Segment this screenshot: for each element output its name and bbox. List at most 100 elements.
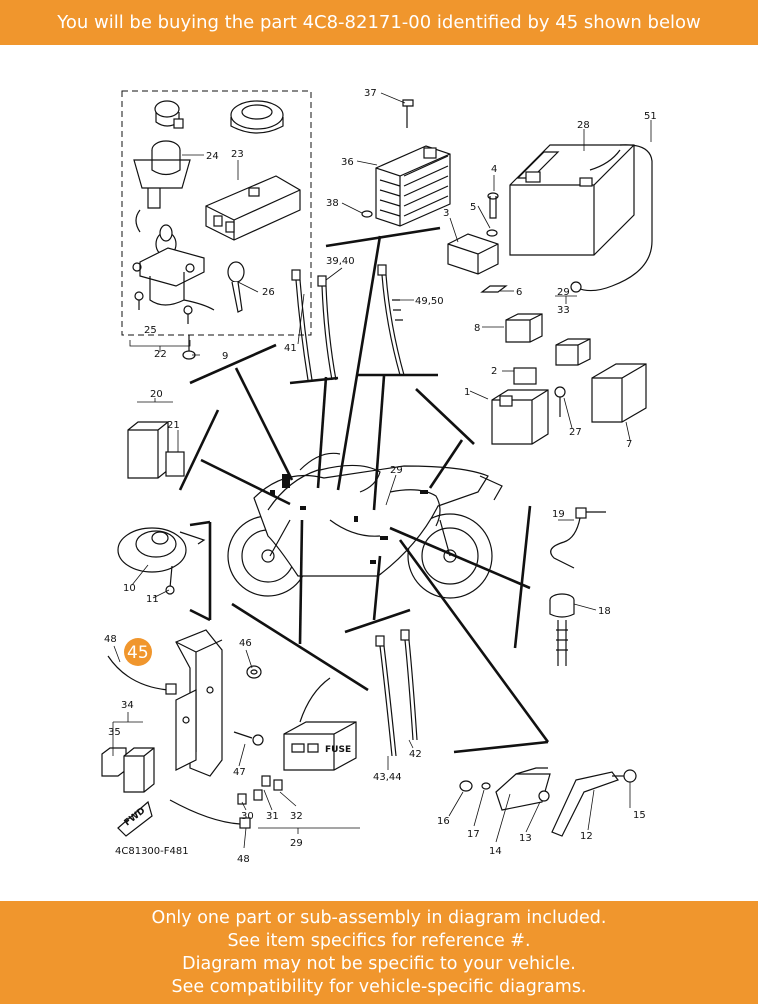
callout-49-50: 49,50 (415, 296, 444, 307)
leader-lines (113, 92, 652, 849)
part-bracket-6 (480, 285, 508, 293)
footer-banner: Only one part or sub-assembly in diagram… (0, 901, 758, 1004)
parts-diagram-svg: .p { fill: none; stroke: #111; stroke-wi… (101, 88, 657, 865)
part-cable-tie-49-50 (377, 264, 405, 376)
part-washer-5 (486, 229, 498, 237)
part-sensor-18 (549, 593, 575, 666)
callout-37: 37 (364, 88, 377, 99)
part-small-lock (154, 100, 184, 129)
footer-line-1: Only one part or sub-assembly in diagram… (151, 907, 607, 928)
callout-22: 22 (154, 349, 167, 360)
callout-41: 41 (284, 343, 297, 354)
part-key-26 (227, 261, 245, 313)
callout-39-40: 39,40 (326, 256, 355, 267)
part-battery-28 (509, 144, 635, 256)
part-bolt-11 (165, 565, 175, 595)
highlight-marker: 45 (124, 638, 152, 666)
part-starter-relay-1-2 (491, 367, 549, 445)
footer-line-2: See item specifics for reference #. (227, 930, 531, 951)
callout-9: 9 (222, 351, 228, 362)
callout-17: 17 (467, 829, 480, 840)
callout-20: 20 (150, 389, 163, 400)
callout-35: 35 (108, 727, 121, 738)
callout-21: 21 (167, 420, 180, 431)
part-bolt-37 (402, 99, 414, 128)
part-bolt-47 (233, 731, 264, 746)
callout-29-bottom: 29 (290, 838, 303, 849)
part-relay-3 (447, 233, 499, 275)
callout-34: 34 (121, 700, 134, 711)
part-rectifier-36 (375, 145, 451, 227)
callout-28: 28 (577, 120, 590, 131)
callout-19: 19 (552, 509, 565, 520)
part-cable-48-bottom (169, 799, 251, 829)
callout-12: 12 (580, 831, 593, 842)
fwd-arrow: FWD (117, 800, 153, 837)
part-fuses-30-32 (237, 775, 283, 805)
callout-51: 51 (644, 111, 657, 122)
diagram-code: 4C81300-F481 (115, 846, 189, 857)
part-battery-lead-51 (570, 144, 653, 293)
part-washer-38 (361, 210, 373, 218)
header-banner: You will be buying the part 4C8-82171-00… (0, 0, 758, 45)
part-bolt-4 (487, 192, 499, 219)
callout-24: 24 (206, 151, 219, 162)
callout-29-top: 29 (557, 287, 570, 298)
part-bolts-25 (134, 291, 193, 324)
part-horn-10 (117, 527, 206, 573)
footer-line-3: Diagram may not be specific to your vehi… (182, 953, 576, 974)
callout-23: 23 (231, 149, 244, 160)
part-grommet-46 (246, 665, 262, 679)
part-cable-ties-42-44 (375, 629, 418, 757)
callout-33: 33 (557, 305, 570, 316)
callout-48-top: 48 (104, 634, 117, 645)
callout-16: 16 (437, 816, 450, 827)
callout-labels: 37 28 51 36 4 24 23 5 3 38 6 39,40 49,50… (104, 88, 657, 865)
callout-5: 5 (470, 202, 476, 213)
parts-diagram: .p { fill: none; stroke: #111; stroke-wi… (0, 45, 758, 901)
part-ecu-23 (205, 175, 301, 241)
callout-4: 4 (491, 164, 497, 175)
fuse-label: FUSE (325, 745, 351, 755)
callout-6: 6 (516, 287, 522, 298)
part-relay-7 (591, 363, 647, 423)
callout-25: 25 (144, 325, 157, 336)
ignition-group-box (121, 90, 312, 336)
callout-18: 18 (598, 606, 611, 617)
part-relay-8 (505, 313, 543, 343)
part-fuel-cap (230, 100, 284, 134)
group-pointer-lines (178, 226, 550, 754)
part-main-switch (133, 140, 191, 233)
callout-8: 8 (474, 323, 480, 334)
callout-27: 27 (569, 427, 582, 438)
callout-1: 1 (464, 387, 470, 398)
callout-7: 7 (626, 439, 632, 450)
part-switch-assembly-12-17 (459, 767, 637, 837)
footer-line-4: See compatibility for vehicle-specific d… (171, 976, 587, 997)
callout-2: 2 (491, 366, 497, 377)
part-cable-48-top (107, 655, 177, 695)
callout-26: 26 (262, 287, 275, 298)
part-cable-ties-39-40-41 (291, 269, 337, 381)
callout-38: 38 (326, 198, 339, 209)
callout-29-mid: 29 (390, 465, 403, 476)
callout-47: 47 (233, 767, 246, 778)
part-harness-19 (550, 507, 606, 569)
part-bolt-27 (554, 386, 566, 417)
part-relay-20-21 (127, 421, 185, 479)
highlight-circle (124, 638, 152, 666)
header-text: You will be buying the part 4C8-82171-00… (57, 12, 701, 33)
callout-46: 46 (239, 638, 252, 649)
part-ignition-cylinder (132, 224, 215, 311)
highlight-ref: 45 (127, 643, 149, 663)
callout-30: 30 (241, 811, 254, 822)
part-relay-33 (555, 338, 591, 366)
callout-15: 15 (633, 810, 646, 821)
callout-32: 32 (290, 811, 303, 822)
callout-36: 36 (341, 157, 354, 168)
callout-3: 3 (443, 208, 449, 219)
motorcycle-illustration (227, 452, 503, 599)
part-fuse-box: FUSE (283, 677, 357, 771)
callout-42: 42 (409, 749, 422, 760)
callout-31: 31 (266, 811, 279, 822)
